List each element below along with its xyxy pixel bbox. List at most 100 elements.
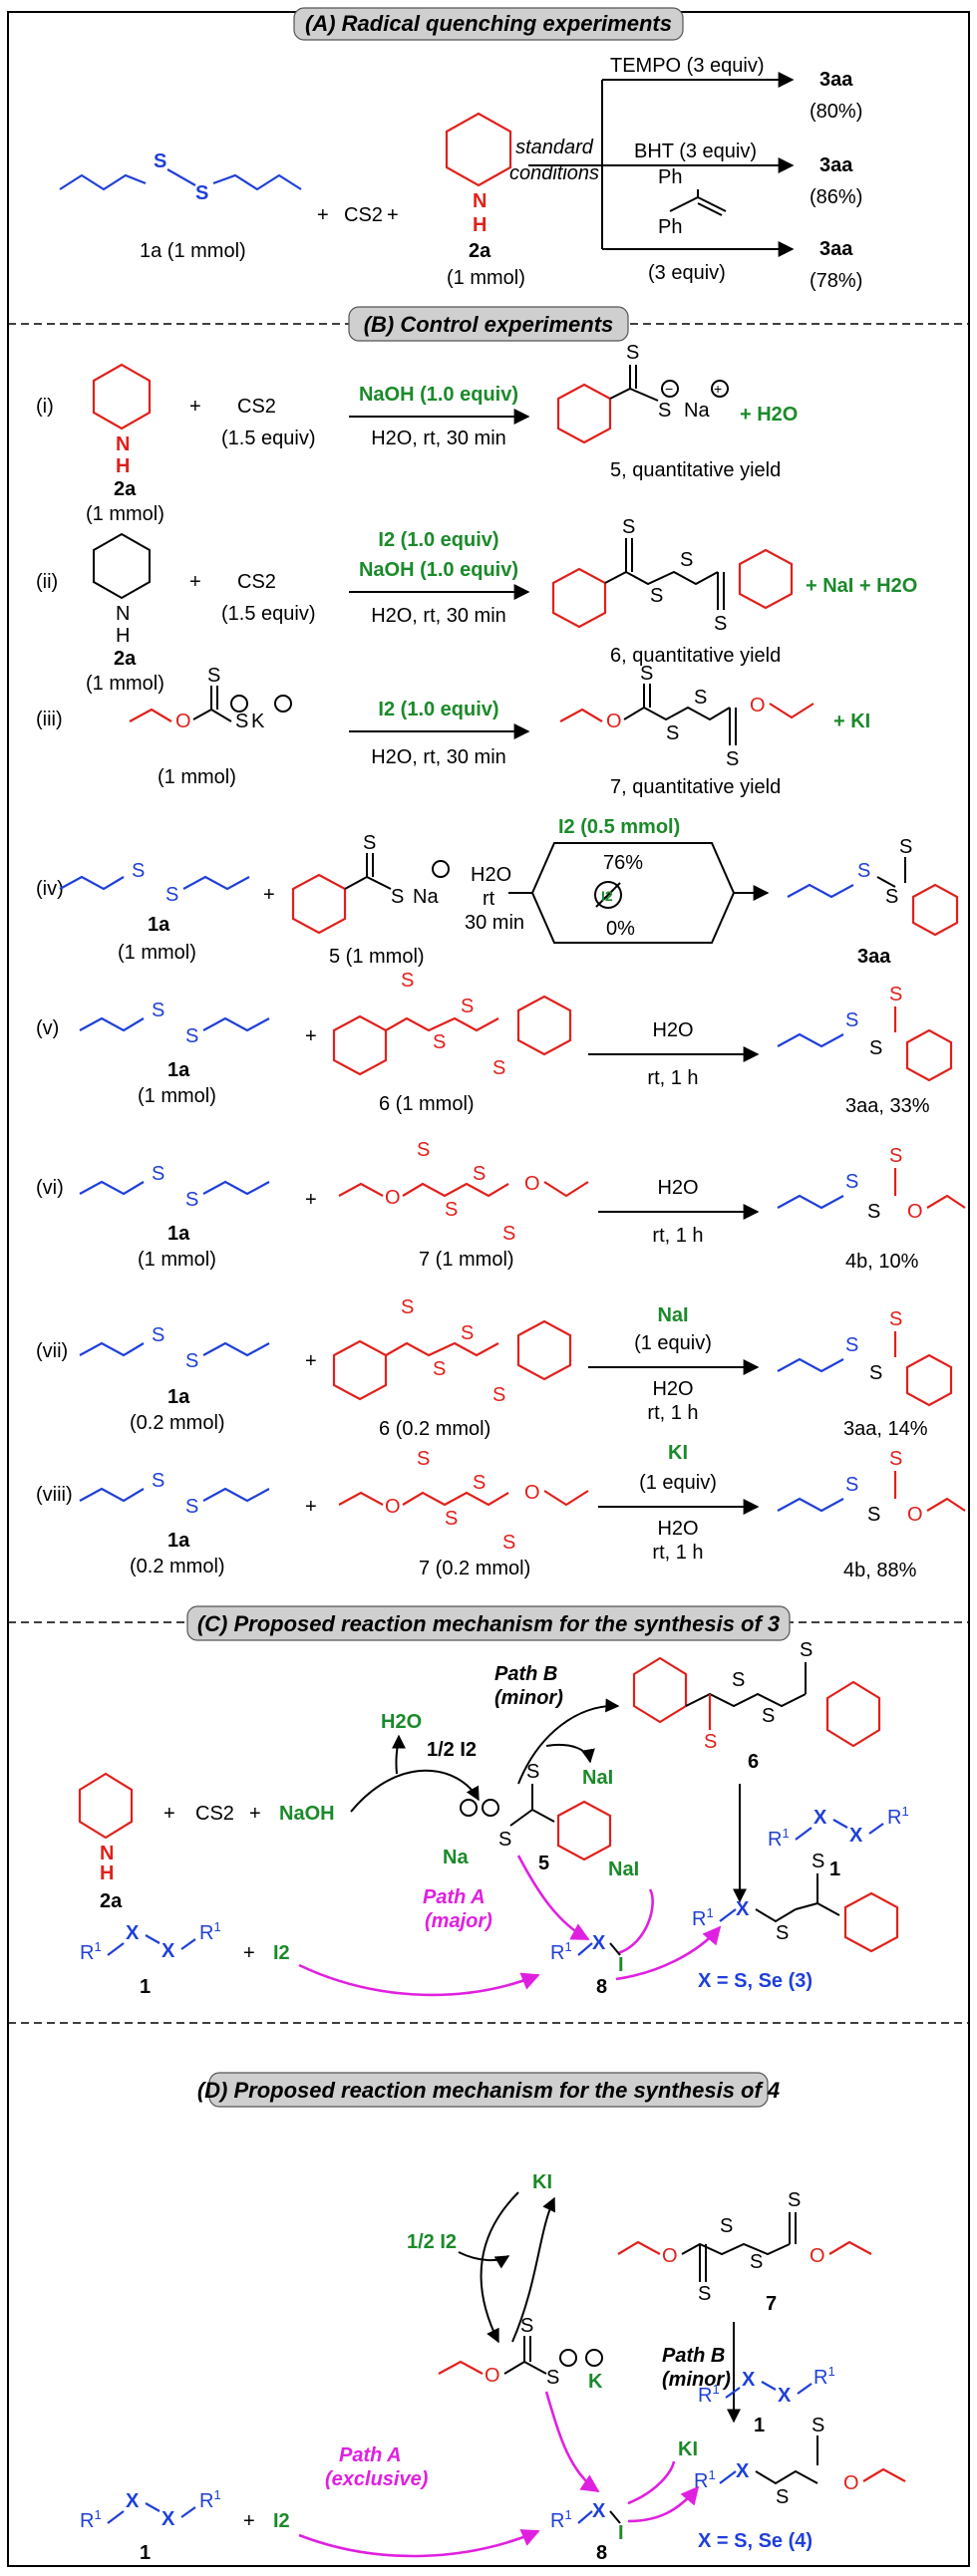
svg-text:S: S	[152, 1163, 164, 1185]
svg-text:R1: R1	[694, 2467, 716, 2492]
svg-text:S: S	[401, 970, 414, 992]
svg-text:S: S	[666, 722, 679, 744]
svg-text:S: S	[812, 2415, 824, 2436]
svg-text:S: S	[195, 182, 208, 204]
conditions-line1: standard	[515, 137, 594, 158]
svg-text:S: S	[845, 1334, 858, 1356]
reactant-2a-label: 2a	[469, 240, 491, 262]
row-ii-cs2: CS2	[237, 571, 276, 593]
c-i2: I2	[273, 1942, 290, 1964]
svg-text:R1: R1	[80, 2507, 102, 2532]
row-iv-num: (iv)	[36, 878, 64, 900]
row-v-left-label: 1a	[167, 1059, 190, 1081]
section-c: (C) Proposed reaction mechanism for the …	[78, 1605, 909, 1998]
svg-text:S: S	[520, 2315, 533, 2337]
svg-text:+: +	[189, 396, 201, 418]
d-path-b: Path B	[662, 2345, 725, 2367]
row-vi-num: (vi)	[36, 1177, 64, 1199]
svg-text:+: +	[714, 381, 722, 397]
svg-text:+: +	[163, 1803, 175, 1825]
svg-text:N: N	[100, 1843, 114, 1864]
svg-text:+: +	[243, 2510, 255, 2532]
svg-text:+: +	[189, 571, 201, 593]
row-vii-left-label: 1a	[167, 1386, 190, 1408]
section-c-title: (C) Proposed reaction mechanism for the …	[197, 1611, 780, 1636]
svg-text:S: S	[207, 665, 220, 687]
plus-sign: +	[317, 204, 329, 226]
section-b-header-box	[348, 306, 629, 342]
row-vi-reagent2: 7 (1 mmol)	[419, 1249, 514, 1271]
svg-text:S: S	[154, 150, 166, 172]
row-iv-cond-0: H2O	[471, 864, 511, 886]
svg-text:S: S	[235, 711, 248, 732]
svg-text:X: X	[736, 2460, 750, 2482]
svg-text:O: O	[485, 2365, 500, 2387]
diphenylethylene-structure	[669, 189, 727, 216]
section-d: (D) Proposed reaction mechanism for the …	[80, 2072, 906, 2564]
quencher-2: BHT (3 equiv)	[634, 141, 757, 162]
svg-text:X: X	[126, 1922, 140, 1944]
svg-text:X: X	[162, 2508, 175, 2530]
svg-text:S: S	[461, 1322, 474, 1344]
svg-text:S: S	[132, 860, 145, 882]
svg-text:+: +	[263, 884, 275, 906]
row-viii: (viii) S S 1a (0.2 mmol) + O S S S S O 7…	[36, 1442, 966, 1581]
d-product-label: X = S, Se (4)	[698, 2530, 813, 2552]
svg-text:X: X	[592, 1932, 606, 1954]
row-i-cs2: CS2	[237, 396, 276, 418]
svg-text:I: I	[618, 2522, 624, 2544]
section-c-header-box	[186, 1605, 791, 1641]
section-d-title: (D) Proposed reaction mechanism for the …	[197, 2078, 780, 2103]
svg-text:S: S	[776, 2486, 789, 2508]
svg-text:R1: R1	[199, 1919, 221, 1944]
row-v-above-0: H2O	[652, 1019, 693, 1041]
row-ii-num: (ii)	[36, 571, 58, 593]
row-ii-below-0: H2O, rt, 30 min	[371, 605, 506, 627]
svg-text:S: S	[433, 1031, 446, 1053]
c-cpd-5: 5	[538, 1853, 549, 1874]
c-h2o: H2O	[381, 1711, 422, 1733]
svg-text:K: K	[251, 711, 265, 732]
row-iv-above-0: I2 (0.5 mmol)	[558, 816, 680, 838]
svg-text:O: O	[810, 2245, 825, 2267]
c-half-i2: 1/2 I2	[427, 1739, 477, 1761]
svg-text:R1: R1	[550, 1939, 572, 1964]
svg-text:S: S	[867, 1201, 880, 1223]
svg-text:S: S	[800, 1639, 813, 1661]
row-i-left-label: 2a	[114, 478, 137, 500]
svg-text:S: S	[889, 1308, 902, 1330]
yield-3: (78%)	[810, 270, 862, 292]
c-cpd-8: 8	[596, 1976, 607, 1998]
cs2-text: CS2	[344, 204, 383, 226]
svg-text:S: S	[812, 1851, 824, 1872]
svg-text:H: H	[473, 214, 487, 236]
row-vi-below-0: rt, 1 h	[652, 1225, 703, 1247]
svg-text:O: O	[175, 711, 191, 732]
ph-top: Ph	[658, 166, 682, 188]
c-major: (major)	[425, 1910, 492, 1932]
svg-text:S: S	[626, 342, 639, 364]
row-ii-cs2-amount: (1.5 equiv)	[221, 603, 316, 625]
row-vii-product: 3aa, 14%	[843, 1418, 928, 1440]
d-exclusive: (exclusive)	[325, 2468, 429, 2490]
svg-text:S: S	[433, 1358, 446, 1380]
row-iv-left-label: 1a	[148, 914, 170, 936]
svg-text:S: S	[885, 886, 898, 908]
d-k: K	[588, 2371, 603, 2393]
c-cpd-1-right: 1	[829, 1859, 840, 1880]
svg-text:+: +	[305, 1496, 317, 1518]
svg-text:S: S	[473, 1163, 486, 1185]
c-nai-top: NaI	[582, 1767, 613, 1789]
row-ii-left-amount: (1 mmol)	[86, 673, 164, 695]
svg-text:R1: R1	[692, 1905, 714, 1930]
row-i-product: 5, quantitative yield	[610, 459, 781, 481]
svg-text:O: O	[385, 1187, 401, 1209]
svg-text:S: S	[899, 836, 912, 858]
svg-text:S: S	[546, 2367, 559, 2389]
svg-text:R1: R1	[768, 1826, 790, 1851]
svg-text:I2: I2	[601, 888, 613, 904]
svg-text:O: O	[843, 2472, 859, 2494]
c-cpd-1-left: 1	[140, 1976, 151, 1998]
c-naoh: NaOH	[279, 1803, 335, 1825]
svg-text:X: X	[126, 2490, 140, 2512]
